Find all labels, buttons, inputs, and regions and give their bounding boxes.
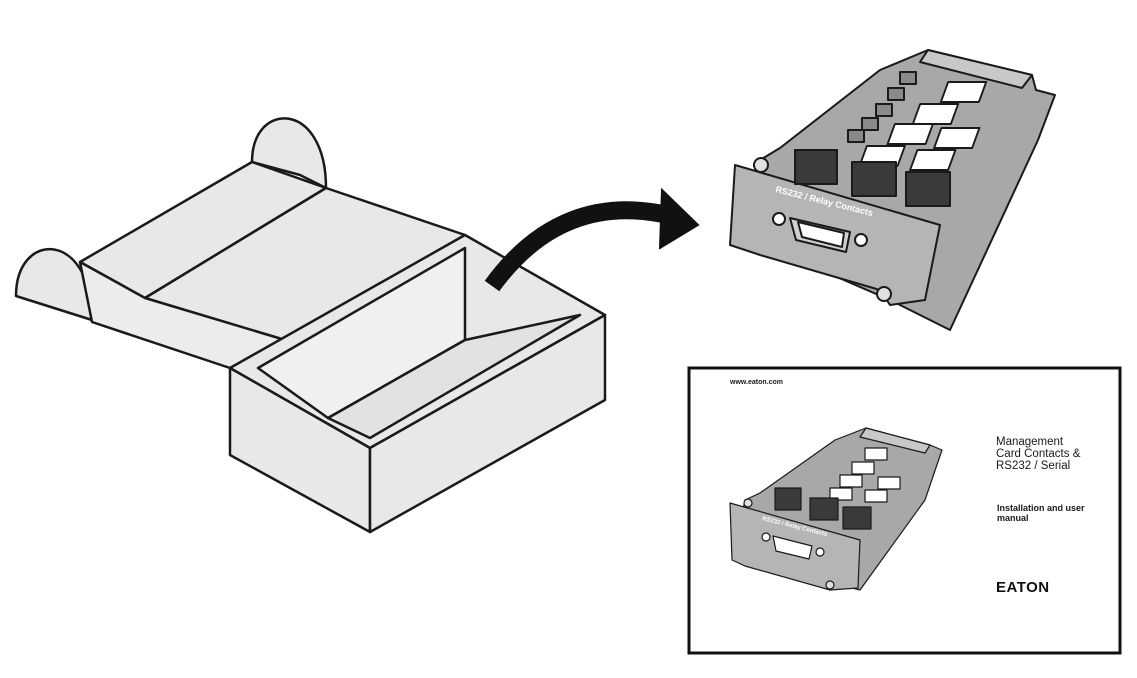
open-box [14, 117, 607, 534]
manual-website: www.eaton.com [730, 379, 784, 386]
relay-card: RS232 / Relay Contacts [729, 49, 1056, 331]
card-chip-row [847, 71, 917, 143]
card-relay [886, 123, 934, 145]
card-chip [887, 87, 905, 101]
box-back-ear-flap [250, 117, 328, 190]
user-manual: RS232 / Relay Contacts [687, 366, 1122, 655]
card-relay [933, 127, 981, 149]
manual-card-image [729, 427, 943, 591]
card-chip [875, 103, 893, 117]
card-relay [909, 149, 957, 171]
card-terminal-blocks [794, 149, 951, 207]
box-front-right-side [368, 313, 607, 534]
manual-subtitle: Installation and user manual [997, 503, 1112, 523]
card-chip [847, 129, 865, 143]
card-chip [899, 71, 917, 85]
manual-title-line: Card Contacts & [996, 448, 1081, 460]
card-screw-hole-left [753, 157, 769, 173]
eaton-logo: EATON [996, 579, 1050, 596]
box-floor [326, 313, 582, 440]
manual-subtitle-line: manual [997, 513, 1029, 523]
unpack-arrow [484, 187, 700, 292]
manual-title-line: Management [996, 436, 1064, 448]
card-terminal-block [905, 171, 951, 207]
manual-subtitle-line: Installation and user [997, 503, 1085, 513]
card-serial-connector [772, 212, 868, 253]
card-relay [939, 81, 988, 103]
card-terminal-block [851, 161, 897, 197]
card-edge-connector [919, 49, 1033, 89]
card-chip [861, 117, 879, 131]
card-screw-hole-right [876, 286, 892, 302]
card-terminal-block [794, 149, 838, 185]
manual-title-line: RS232 / Serial [996, 460, 1071, 472]
manual-title: Management Card Contacts & RS232 / Seria… [996, 436, 1116, 472]
box-left-ear-flap [14, 248, 94, 322]
card-relay [911, 103, 960, 125]
